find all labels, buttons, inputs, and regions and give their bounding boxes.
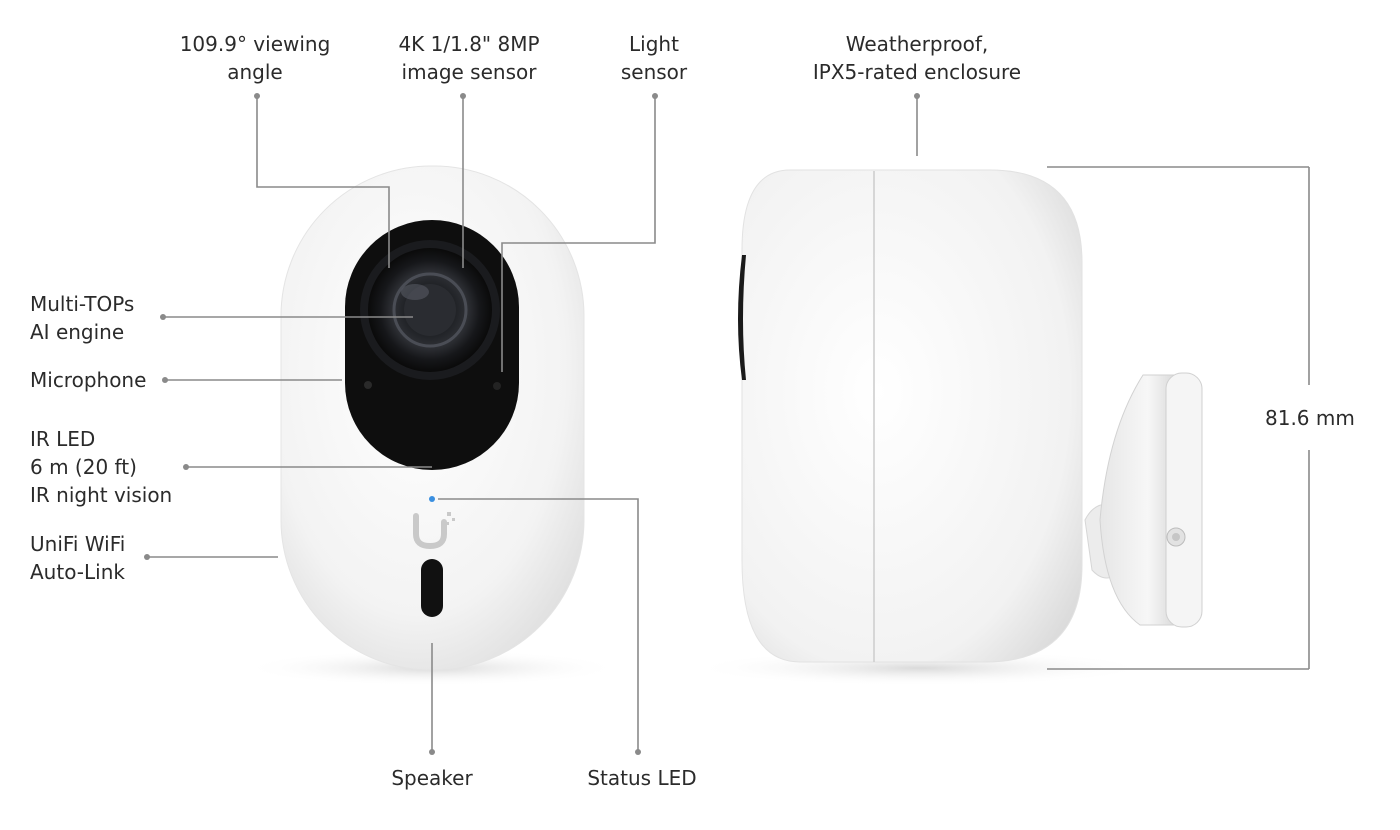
mount-plate — [1165, 372, 1203, 628]
callout-light-sensor-line1: Light — [629, 32, 679, 56]
side-camera — [738, 169, 1203, 663]
callout-wifi-line2: Auto-Link — [30, 560, 125, 584]
callout-ir-led-line2: 6 m (20 ft) — [30, 455, 137, 479]
callout-viewing-angle-line1: 109.9° viewing — [179, 32, 331, 56]
mount-bracket — [1099, 374, 1181, 626]
callout-wifi: UniFi WiFi Auto-Link — [30, 530, 125, 586]
callout-status-led-line1: Status LED — [587, 766, 697, 790]
callout-enclosure-line1: Weatherproof, — [845, 32, 989, 56]
lens-highlight — [401, 284, 429, 300]
mount-screw-core — [1172, 533, 1180, 541]
callout-ir-led-line1: IR LED — [30, 427, 96, 451]
leader-lines — [144, 93, 1312, 755]
callout-viewing-angle: 109.9° viewing angle — [180, 30, 331, 86]
callout-image-sensor-line2: image sensor — [401, 60, 537, 84]
dimension-height-label: 81.6 mm — [1265, 404, 1355, 432]
callout-enclosure-line2: IPX5-rated enclosure — [812, 60, 1022, 84]
callout-ir-led-line3: IR night vision — [30, 483, 173, 507]
callout-light-sensor-line2: sensor — [620, 60, 688, 84]
callout-viewing-angle-line2: angle — [227, 60, 283, 84]
lens-inner-ring — [392, 272, 468, 348]
status-led-icon — [429, 496, 435, 502]
callout-microphone: Microphone — [30, 366, 146, 394]
side-lens-edge — [738, 255, 746, 380]
callout-speaker: Speaker — [391, 764, 472, 792]
callout-speaker-line1: Speaker — [391, 766, 473, 790]
speaker-grille-icon — [421, 559, 443, 617]
front-camera — [280, 165, 585, 671]
callout-wifi-line1: UniFi WiFi — [30, 532, 126, 556]
callout-image-sensor-line1: 4K 1/1.8" 8MP — [398, 32, 540, 56]
callout-microphone-line1: Microphone — [30, 368, 147, 392]
unifi-logo-icon — [413, 512, 455, 550]
dimension-height-value: 81.6 mm — [1265, 406, 1355, 430]
leader-status-led — [438, 498, 639, 752]
callout-ai-engine-line2: AI engine — [30, 320, 125, 344]
light-sensor-icon — [493, 382, 501, 390]
callout-image-sensor: 4K 1/1.8" 8MP image sensor — [398, 30, 539, 86]
callout-ai-engine-line1: Multi-TOPs — [30, 292, 135, 316]
callout-status-led: Status LED — [587, 764, 696, 792]
leader-light-sensor — [501, 96, 656, 372]
callout-ir-led: IR LED 6 m (20 ft) IR night vision — [30, 425, 172, 509]
side-camera-body — [741, 169, 1083, 663]
callout-light-sensor: Light sensor — [621, 30, 687, 86]
callout-ai-engine: Multi-TOPs AI engine — [30, 290, 134, 346]
callout-enclosure: Weatherproof, IPX5-rated enclosure — [813, 30, 1021, 86]
leader-viewing-angle — [256, 96, 390, 268]
microphone-hole-icon — [364, 381, 372, 389]
